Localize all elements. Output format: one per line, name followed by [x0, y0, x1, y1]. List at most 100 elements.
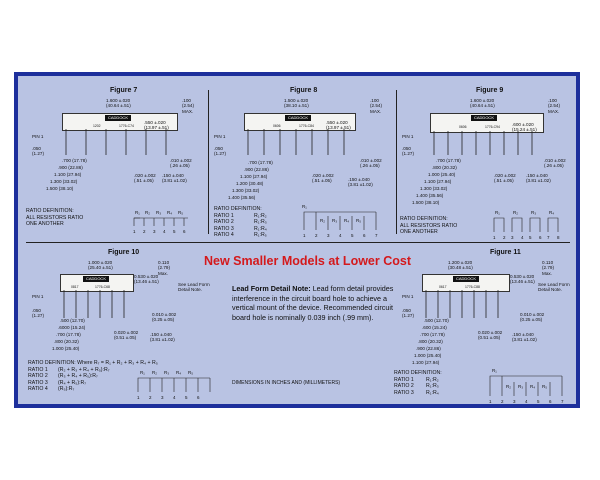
pin1-label: PIN 1	[214, 134, 226, 139]
resistor-label: R₅	[178, 210, 183, 215]
dimension-label: .010 ±.002 (.26 ±.05)	[170, 158, 192, 169]
pin-leads	[433, 131, 533, 155]
dimension-label: 1.500 (38.10)	[412, 200, 440, 205]
resistor-network-body: CADDOCK 1202 1776-C74	[62, 113, 178, 131]
resistor-label: R₂	[145, 210, 150, 215]
ratio-line: RATIO 2	[214, 219, 234, 226]
dimension-label: 0.530 ±.020 (13.46 ±.51)	[134, 274, 159, 285]
pin-number: 6	[197, 395, 200, 400]
dimension-label: .550 ±.020 (13.97 ±.51)	[326, 120, 351, 131]
dimension-label: 0.020 ±.002 (0.51 ±.05)	[478, 330, 503, 341]
dimension-label: .150 ±.040 (3.81 ±1.02)	[526, 173, 551, 184]
ratio-line: RATIO 4	[28, 386, 48, 393]
dimension-label: .900 (22.86)	[244, 167, 269, 172]
resistor-label: R₃	[518, 384, 523, 389]
ratio-value: R₁:R₄	[254, 225, 267, 232]
dimension-label: .900 (22.86)	[416, 346, 441, 351]
dimension-label: 1.500 (38.10)	[46, 186, 74, 191]
pin1-label: PIN 1	[32, 134, 44, 139]
dimension-label: .020 ±.002 (.51 ±.05)	[494, 173, 516, 184]
pin-number: 3	[161, 395, 164, 400]
pin-number: 6	[363, 233, 366, 238]
figure-title: Figure 8	[290, 87, 318, 94]
pin-number: 2	[149, 395, 152, 400]
ratio-value: (R₄ + R₅):R₇	[58, 379, 87, 386]
resistor-label: R₁	[135, 210, 140, 215]
dimension-label: 0.110 (2.79) Max.	[542, 260, 555, 276]
dimension-label: .050 (1.27)	[32, 308, 45, 319]
part-code: 0606	[273, 124, 281, 128]
dimension-label: .550 ±.020 (13.97 ±.51)	[144, 120, 169, 131]
ratio-definition: RATIO DEFINITION: ALL RESISTORS RATIO ON…	[26, 208, 83, 228]
resistor-label: R₁	[495, 210, 500, 215]
resistor-network-body: CADDOCK 0817 1776-C68	[60, 274, 134, 292]
dimension-label: .050 (1.27)	[402, 308, 415, 319]
dimension-label: 1.600 ±.020 (40.64 ±.51)	[106, 98, 131, 109]
caddock-logo: CADDOCK	[471, 115, 497, 121]
dimension-label: 1.500 ±.020 (38.10 ±.51)	[284, 98, 309, 109]
ratio-line: RATIO 1	[214, 212, 234, 219]
resistor-label: R₂	[152, 370, 157, 375]
divider	[396, 90, 397, 234]
dimension-label: .150 ±.040 (3.81 ±1.02)	[348, 177, 373, 188]
dimension-label: .6000 (15.24)	[58, 325, 86, 330]
pin-number: 1	[137, 395, 140, 400]
dimension-label: .700 (17.78)	[248, 160, 273, 165]
ratio-line: ONE ANOTHER	[26, 221, 64, 228]
figure-10-panel: Figure 10 1.000 ±.020 (25.40 ±.51) 0.110…	[18, 242, 238, 408]
ratio-line: RATIO DEFINITION:	[214, 206, 262, 212]
resistor-label: R₃	[164, 370, 169, 375]
ratio-value: (R₂ + R₃ + R₄ + R₅):R₇	[58, 366, 110, 373]
dimension-label: .700 (17.78)	[62, 158, 87, 163]
pin1-label: PIN 1	[402, 134, 414, 139]
ratio-line: RATIO 3	[394, 389, 414, 396]
pin-number: 2	[501, 399, 504, 404]
ratio-line: ALL RESISTORS RATIO	[26, 214, 84, 221]
ratio-line: RATIO DEFINITION:	[400, 216, 448, 222]
resistor-label: R₅	[542, 384, 547, 389]
resistor-label: R₄	[530, 384, 535, 389]
figure-title: Figure 10	[108, 249, 140, 256]
dimension-label: .700 (17.78)	[420, 332, 445, 337]
ratio-line: RATIO 2	[394, 383, 414, 390]
dimension-label: 0.110 (2.79) Max.	[158, 260, 171, 276]
resistor-label: R₁	[302, 204, 307, 209]
part-code: 0617	[439, 285, 447, 289]
pin1-label: PIN 1	[32, 294, 44, 299]
ratio-value: (R₅):R₇	[58, 386, 75, 393]
pin-number: 1	[303, 233, 306, 238]
pin-number: 3	[153, 229, 156, 234]
resistor-network-body: CADDOCK 0617 1776-C88	[422, 274, 510, 292]
resistor-label: R₃	[156, 210, 161, 215]
pin-number: 3	[511, 235, 514, 240]
figure-8-panel: Figure 8 1.500 ±.020 (38.10 ±.51) .100 (…	[208, 76, 396, 242]
pin-number: 5	[185, 395, 188, 400]
pin-leads	[247, 129, 345, 155]
pin-number: 4	[339, 233, 342, 238]
pin-number: 2	[503, 235, 506, 240]
dimension-label: .800 (20.32)	[54, 339, 79, 344]
schematic: R₁ R₂ R₃ R₄ R₅ 1 2 3 4 5 6	[137, 370, 211, 400]
dimension-label: .800 (20.32)	[432, 165, 457, 170]
caddock-logo: CADDOCK	[83, 276, 109, 282]
pin-number: 5	[537, 399, 540, 404]
schematic: R₁ R₂ R₃ R₄ R₅ 1 2 3 4 5 6 7	[302, 204, 378, 238]
ratio-line: RATIO 3	[214, 225, 234, 232]
pin-leads	[63, 290, 125, 318]
resistor-network-body: CADDOCK 0606 1776-C94	[430, 113, 544, 133]
dimension-label: .900 (22.86)	[58, 165, 83, 170]
dimension-label: .100 (2.54) MAX.	[370, 98, 383, 114]
ratio-line: RATIO 4	[214, 232, 234, 239]
dimension-label: .600 ±.020 (15.24 ±.51)	[512, 122, 537, 133]
ratio-value: (R₃ + R₄ + R₅):R₇	[58, 373, 98, 380]
dimension-label: See Lead Form Detail Note.	[178, 282, 210, 293]
part-code: 1202	[93, 124, 101, 128]
pin-number: 5	[529, 235, 532, 240]
caddock-logo: CADDOCK	[105, 115, 131, 121]
dimension-label: 1.100 (27.94)	[412, 360, 440, 365]
pin-number: 2	[143, 229, 146, 234]
pin-number: 6	[183, 229, 186, 234]
dimension-label: 1.400 (35.56)	[228, 195, 256, 200]
